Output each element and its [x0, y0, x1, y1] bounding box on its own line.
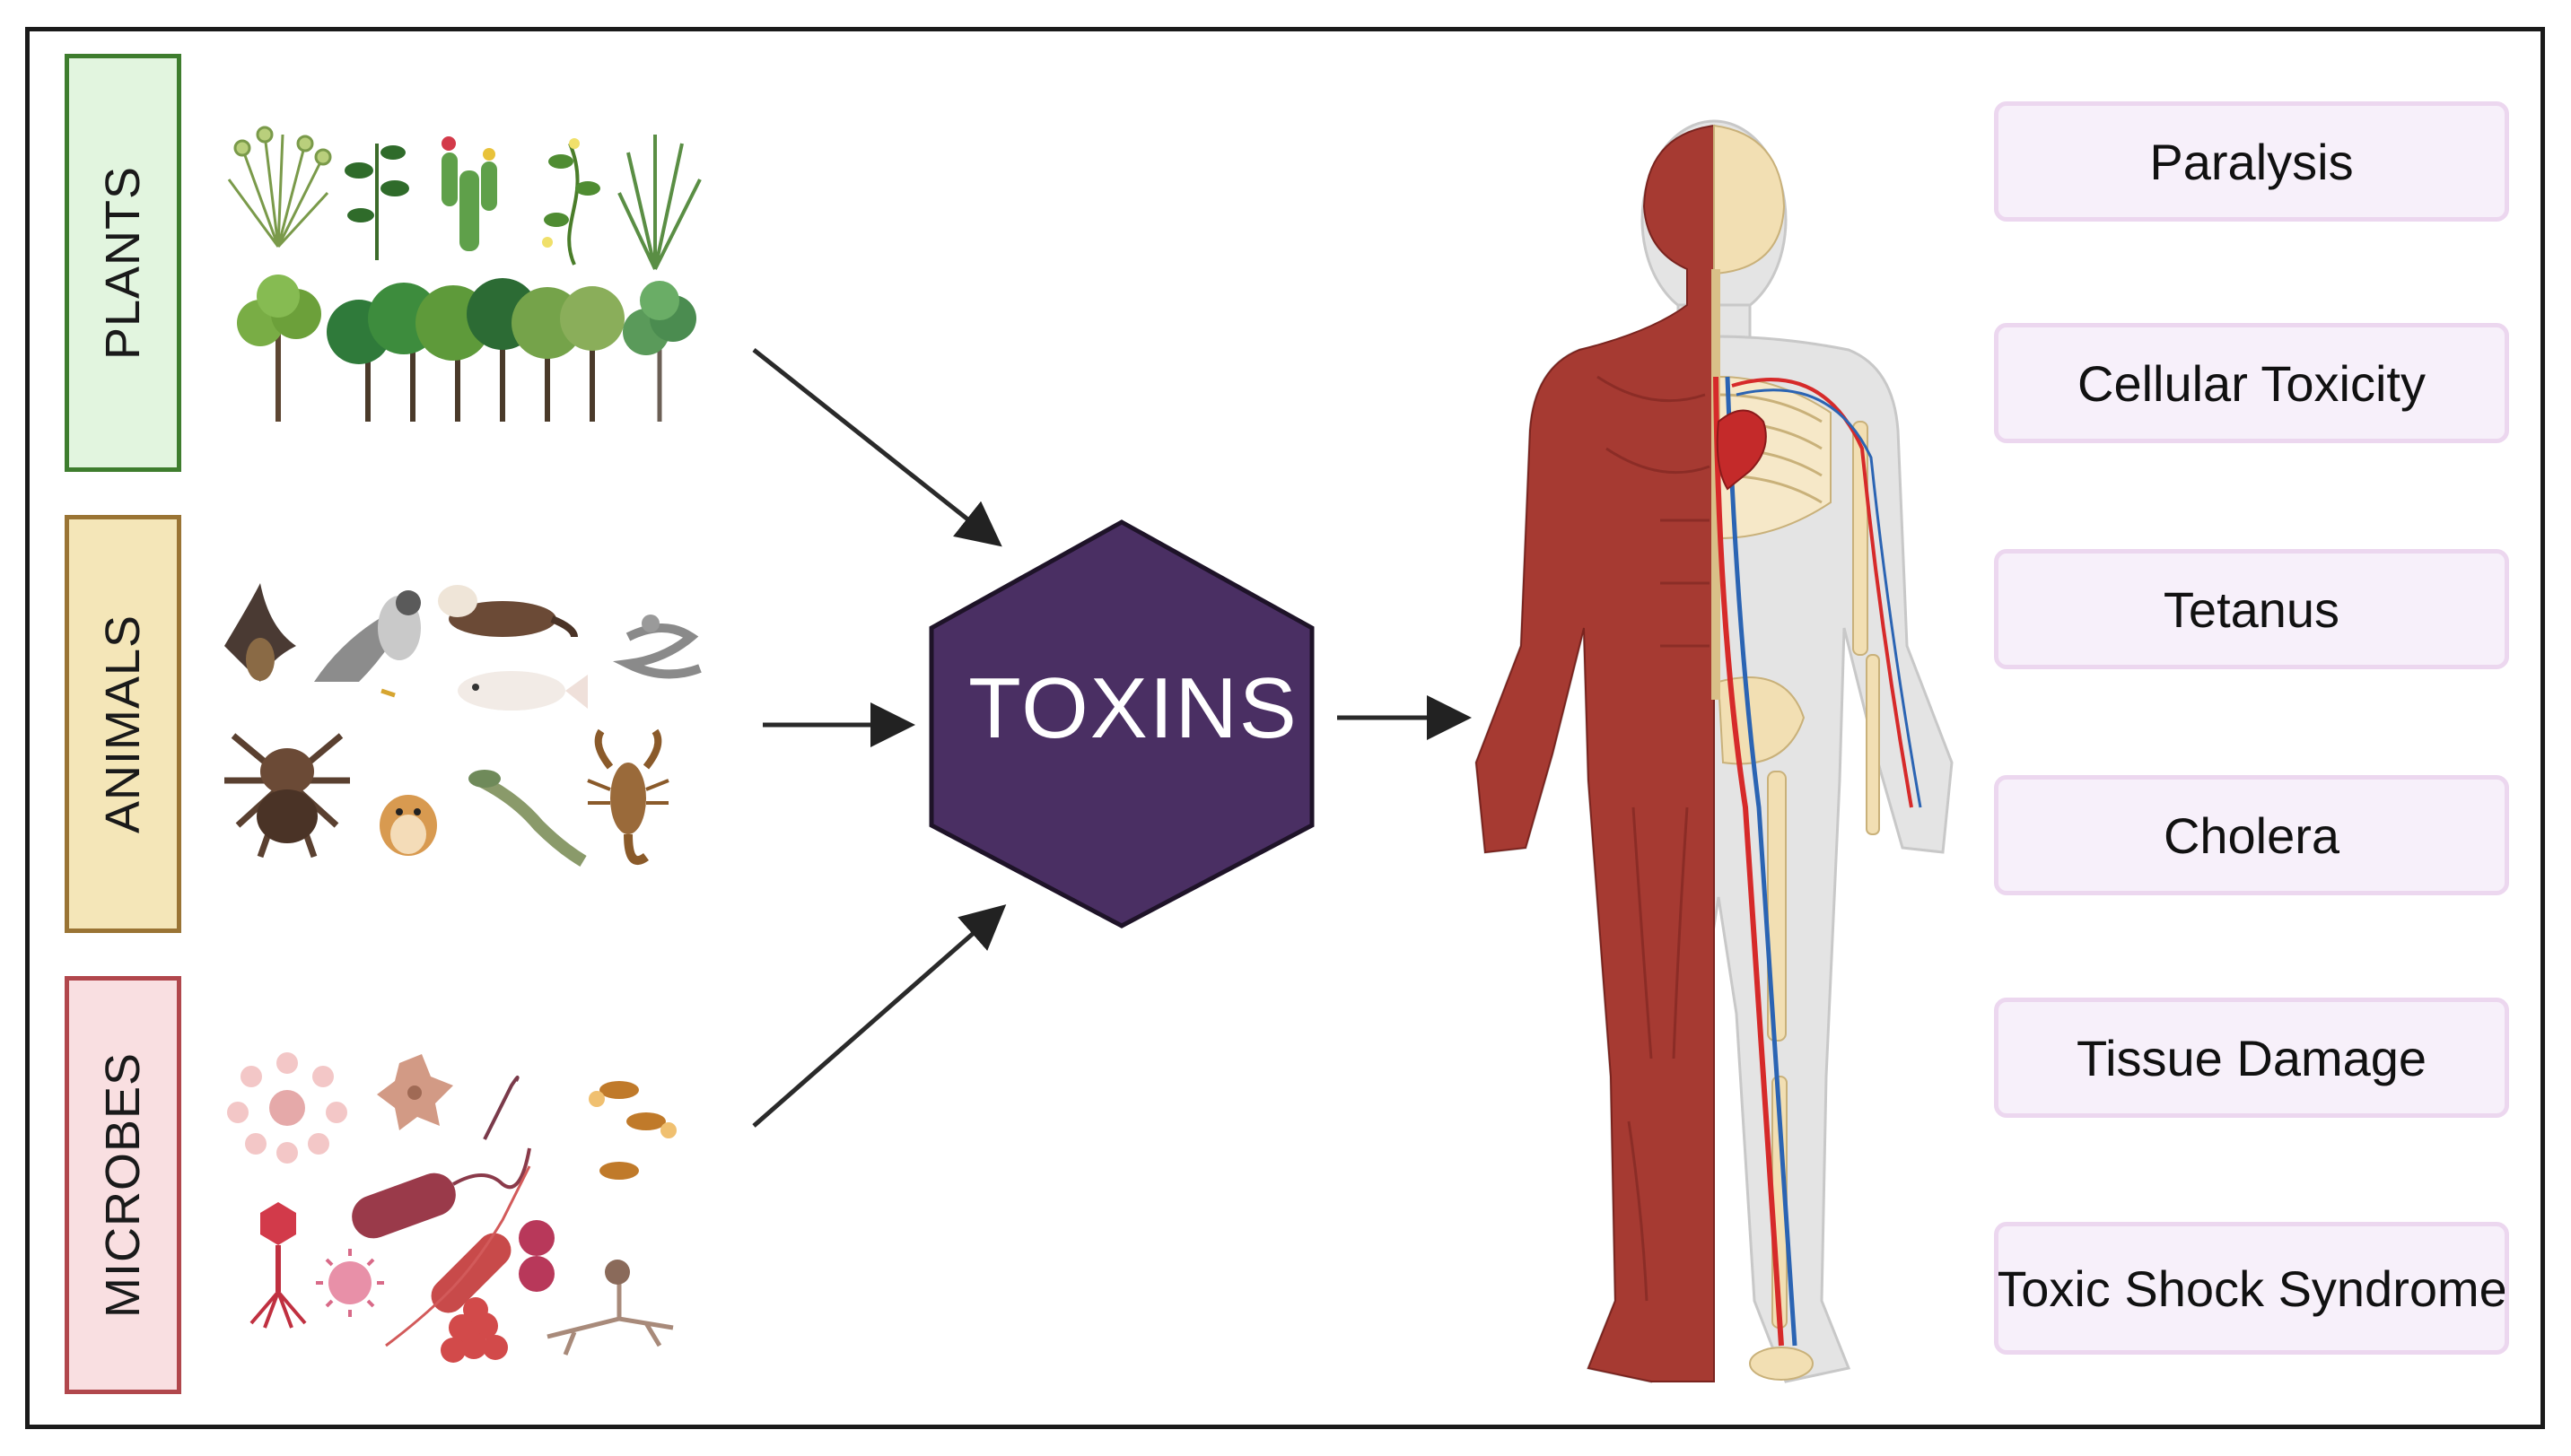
category-animals: ANIMALS	[65, 515, 181, 933]
category-plants: PLANTS	[65, 54, 181, 472]
arrow-microbes-to-toxins	[752, 904, 1007, 1128]
effect-box-cholera: Cholera	[1994, 775, 2509, 895]
effect-box-paralysis: Paralysis	[1994, 101, 2509, 222]
effect-label: Tissue Damage	[2076, 1029, 2427, 1086]
fish-icon	[458, 671, 588, 711]
effect-box-cellular-toxicity: Cellular Toxicity	[1994, 323, 2509, 443]
grass-icon	[617, 135, 702, 270]
arrows	[752, 348, 1472, 1128]
shrub-icon	[227, 126, 332, 248]
bacillus-icon	[352, 1147, 531, 1239]
vein-icon	[1725, 376, 1797, 1347]
plants-illustration	[227, 126, 702, 422]
toxins-label: TOXINS	[968, 660, 1299, 756]
hamster-icon	[380, 795, 437, 856]
diplococcus-icon	[519, 1220, 555, 1292]
virus-icon	[316, 1249, 384, 1317]
scorpion-icon	[587, 728, 669, 866]
tall-tree-icon	[623, 281, 696, 422]
effect-box-toxic-shock-syndrome: Toxic Shock Syndrome	[1994, 1222, 2509, 1355]
mold-icon	[547, 1260, 674, 1356]
microbes-illustration	[227, 1052, 677, 1363]
human-anatomy-icon	[1474, 119, 1954, 1383]
cactus-icon	[442, 136, 497, 251]
forest-icon	[327, 278, 625, 422]
arrow-plants-to-toxins	[752, 348, 1002, 547]
effect-label: Toxic Shock Syndrome	[1996, 1260, 2507, 1317]
seedling-icon	[345, 144, 409, 260]
amoeba-icon	[377, 1054, 453, 1130]
category-microbes: MICROBES	[65, 976, 181, 1394]
animals-illustration	[224, 583, 702, 867]
artery-icon	[1713, 376, 1784, 1347]
falcon-icon	[314, 590, 421, 698]
effect-label: Tetanus	[2163, 580, 2340, 638]
staph-cluster-icon	[441, 1297, 508, 1363]
snake-icon	[612, 615, 702, 679]
spore-bacteria-icon	[589, 1081, 677, 1180]
bat-icon	[224, 583, 296, 682]
ferret-icon	[438, 585, 578, 638]
bacteriophage-icon	[249, 1202, 307, 1329]
small-tree-icon	[237, 275, 321, 422]
vine-icon	[542, 138, 600, 266]
toxins-hexagon	[929, 519, 1315, 929]
spirillum-icon	[385, 1165, 531, 1347]
effect-box-tetanus: Tetanus	[1994, 549, 2509, 669]
tarantula-icon	[224, 733, 350, 859]
effect-label: Cellular Toxicity	[2077, 354, 2426, 412]
effect-box-tissue-damage: Tissue Damage	[1994, 998, 2509, 1118]
fungus-icon	[227, 1052, 347, 1164]
effect-label: Cholera	[2163, 806, 2340, 864]
flagellum-icon	[483, 1076, 520, 1140]
lizard-icon	[468, 770, 587, 867]
heart-icon	[1716, 409, 1767, 491]
effect-label: Paralysis	[2149, 133, 2354, 190]
